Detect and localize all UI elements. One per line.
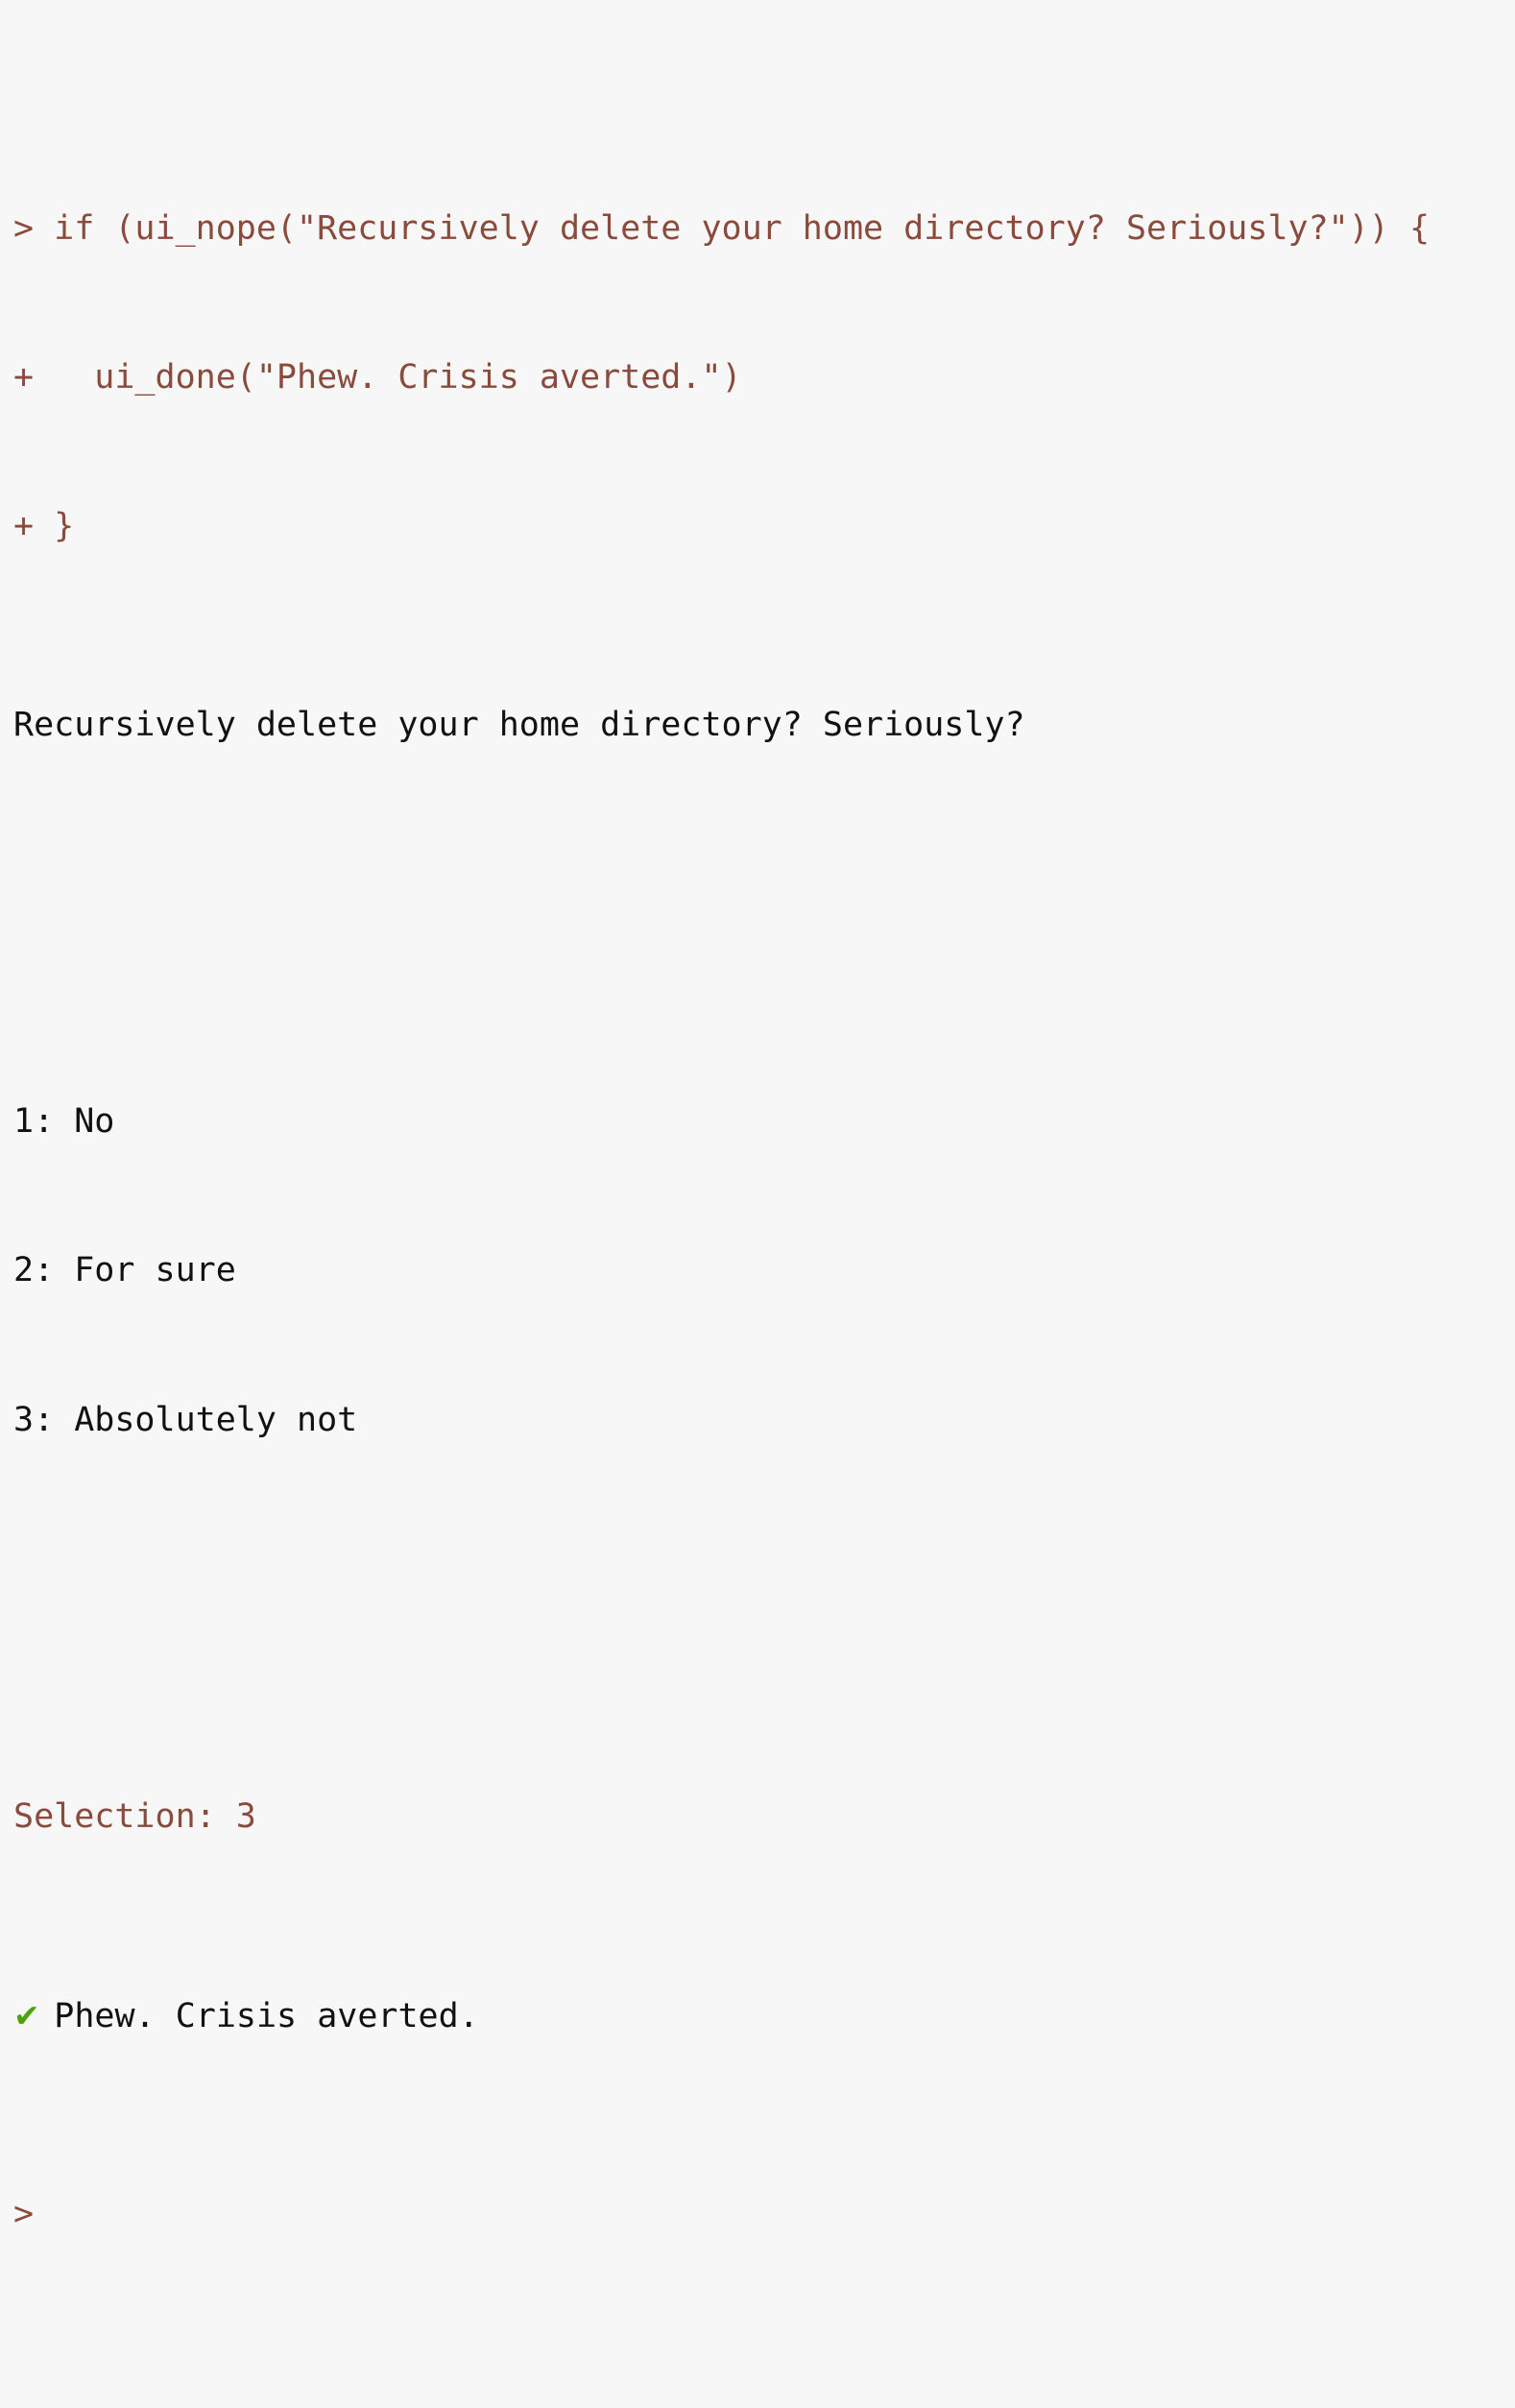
blank-line <box>13 900 1515 950</box>
menu-choice-item[interactable]: 1: No <box>13 1102 115 1142</box>
selection-echo-line: Selection: 3 <box>13 1797 256 1837</box>
console-continuation-line: + } <box>13 507 75 545</box>
console-prompt-line: > <box>13 2194 35 2233</box>
prompt-question-text: Recursively delete your home directory? … <box>13 705 1025 744</box>
menu-choice-item[interactable]: 2: For sure <box>13 1251 236 1290</box>
success-message-text <box>34 1997 54 2035</box>
blank-line <box>13 1594 1515 1644</box>
console-continuation-line: + ui_done("Phew. Crisis averted.") <box>13 357 742 397</box>
r-console-output[interactable]: > if (ui_nope("Recursively delete your h… <box>0 0 1515 2233</box>
console-input-line: > if (ui_nope("Recursively delete your h… <box>13 208 1431 248</box>
success-message-line: ✔ Phew. Crisis averted. <box>13 1991 1515 2041</box>
success-message-body: Phew. Crisis averted. <box>54 1996 479 2035</box>
success-tick-icon: ✔ <box>13 1996 40 2035</box>
menu-choice-item[interactable]: 3: Absolutely not <box>13 1400 358 1439</box>
